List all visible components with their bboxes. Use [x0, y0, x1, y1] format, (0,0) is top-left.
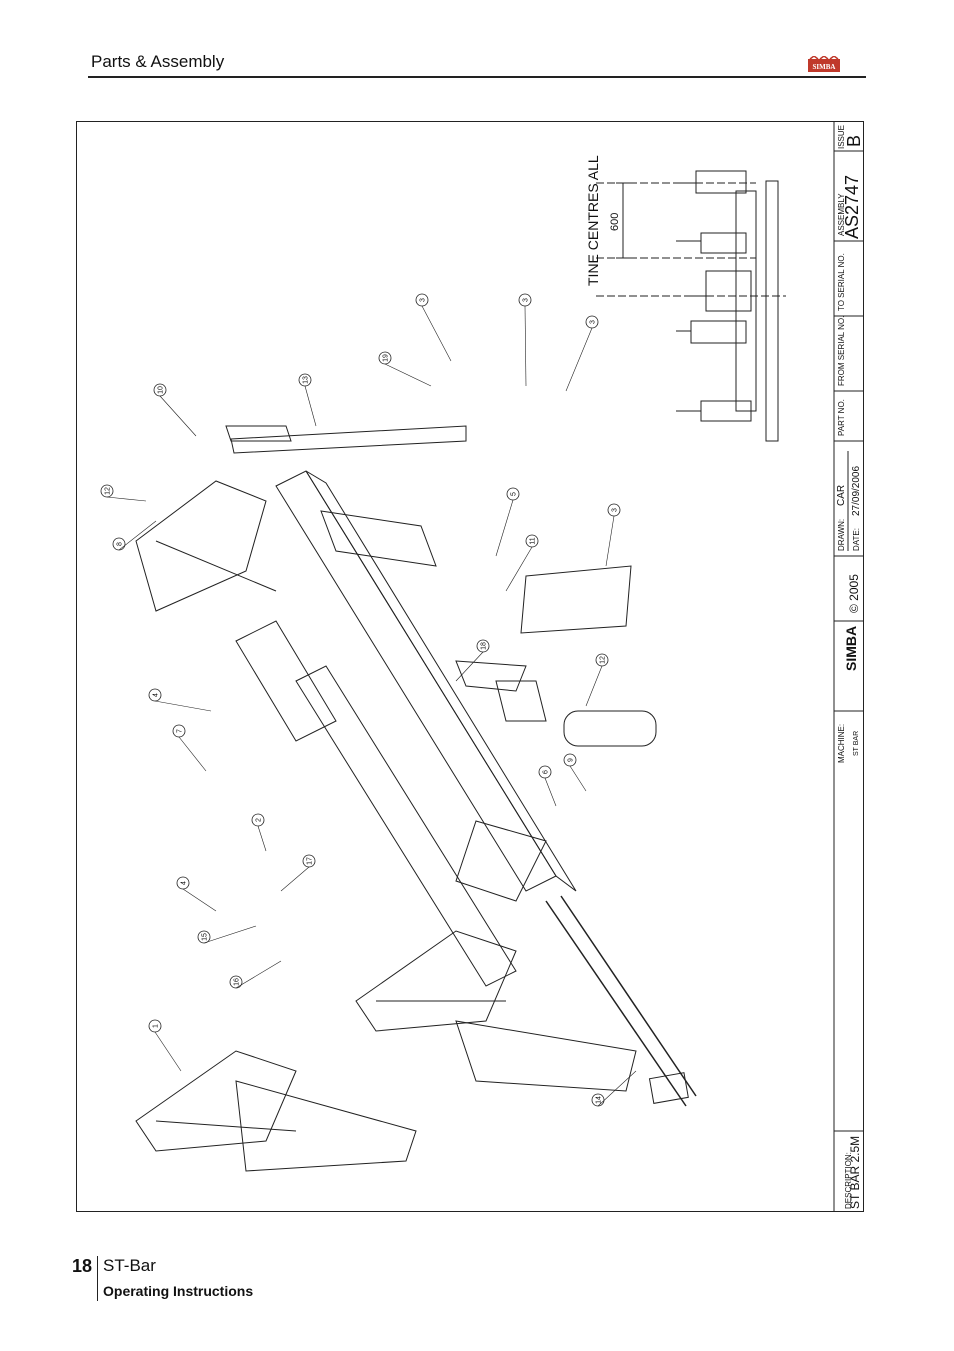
part-callout-label: 2: [256, 818, 263, 822]
assembly-value: AS2747: [842, 175, 862, 239]
to-serial-label: TO SERIAL NO.: [837, 253, 846, 311]
accessories: [520, 565, 657, 747]
issue-label: ISSUE: [837, 125, 846, 149]
part-callout-label: 14: [596, 1096, 603, 1104]
part-callout-label: 15: [202, 933, 209, 941]
part-callout-label: 18: [481, 642, 488, 650]
part-callout-label: 12: [105, 487, 112, 495]
part-callout-label: 9: [568, 758, 575, 762]
part-callout-label: 16: [234, 978, 241, 986]
part-callout-label: 11: [530, 537, 537, 544]
date-label: DATE:: [852, 528, 861, 551]
part-callout-label: 3: [420, 298, 427, 302]
exploded-frame: [225, 425, 697, 1107]
page-number: 18: [72, 1256, 93, 1276]
part-callout-label: 3: [523, 298, 530, 302]
part-no-label: PART NO.: [837, 399, 846, 436]
part-callout-label: 10: [158, 386, 165, 394]
part-callout-label: 3: [612, 508, 619, 512]
tine-assemblies: [135, 480, 637, 1172]
part-callout-label: 3: [590, 320, 597, 324]
part-callout-label: 1: [153, 1024, 160, 1028]
tine-centres-note: TINE CENTRES ALL: [585, 155, 601, 286]
plan-view: [596, 170, 786, 442]
spare-bar: [230, 425, 467, 454]
date-value: 27/09/2006: [851, 466, 862, 516]
part-callout-label: 6: [543, 770, 550, 774]
drawn-value: CAR: [836, 485, 847, 506]
footer-divider: [97, 1256, 98, 1301]
from-serial-label: FROM SERIAL NO.: [837, 316, 846, 386]
callout-leaders: [106, 305, 637, 1107]
machine-value: ST BAR: [853, 731, 860, 756]
svg-text:SIMBA: SIMBA: [813, 63, 836, 71]
footer-subtitle: Operating Instructions: [103, 1283, 254, 1299]
dimension-600: 600: [609, 213, 621, 231]
part-callout-label: 4: [153, 693, 160, 697]
part-callout-label: 5: [511, 492, 518, 496]
exploded-assembly-drawing: TINE CENTRES ALL 600: [100, 121, 864, 1211]
simba-logo: SIMBA: [808, 56, 840, 72]
title-block-brand: SIMBA: [843, 626, 859, 671]
copyright: © 2005: [847, 574, 861, 613]
drawn-label: DRAWN:: [837, 519, 846, 551]
drawing-frame: [76, 121, 864, 1212]
part-callout-label: 19: [383, 354, 390, 362]
assembly-label: ASSEMBLY: [837, 193, 846, 236]
page-header-title: Parts & Assembly: [91, 52, 225, 71]
description-label: DESCRIPTION:: [844, 1152, 853, 1209]
part-callout-label: 13: [303, 376, 310, 384]
description-value: ST BAR 2.5M: [848, 1136, 862, 1209]
part-callout-label: 17: [307, 857, 314, 865]
part-callout-label: 12: [600, 656, 607, 664]
part-callout-label: 7: [177, 729, 184, 733]
machine-label: MACHINE:: [837, 724, 846, 763]
part-callout-label: 4: [181, 881, 188, 885]
footer-title: ST-Bar: [103, 1256, 156, 1275]
issue-value: B: [844, 135, 864, 147]
part-callout-label: 8: [117, 542, 124, 546]
part-callouts: [100, 293, 621, 1107]
header-divider: [88, 76, 866, 78]
